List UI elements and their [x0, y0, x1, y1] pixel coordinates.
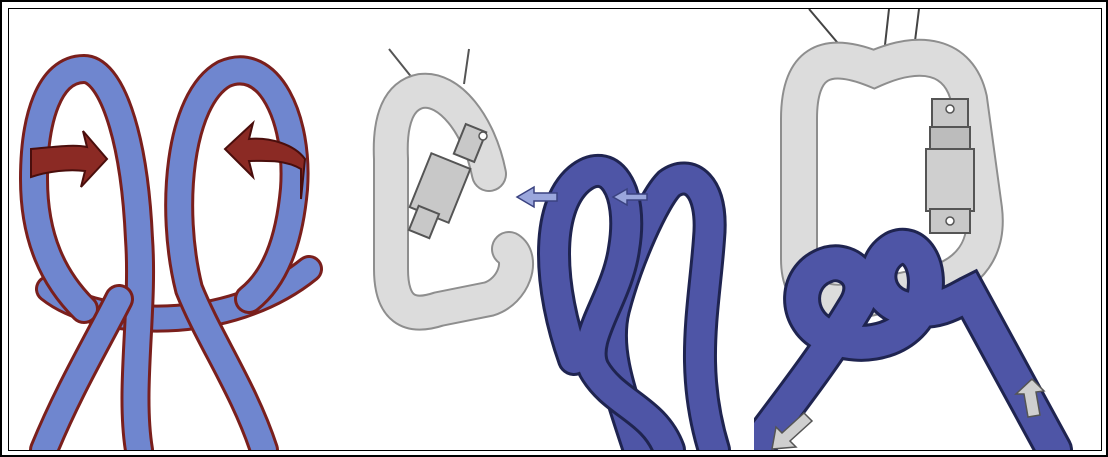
figure-inner-frame	[8, 8, 1102, 451]
arrow-left-icon	[515, 185, 558, 209]
arrow-down-left-icon	[771, 411, 814, 450]
panel-step-3	[754, 9, 1101, 450]
panel-step-2	[369, 9, 754, 450]
rope-loop-right-icon	[164, 55, 310, 450]
arrow-up-icon	[1014, 377, 1046, 418]
arrow-left-icon	[611, 187, 648, 207]
step-3-illustration	[754, 9, 1073, 450]
panel-step-1	[9, 9, 369, 450]
rope-loop-left-icon	[18, 53, 156, 450]
step-2-illustration	[372, 48, 731, 450]
arrow-left-icon	[223, 119, 307, 200]
carabiner-open-icon	[372, 72, 534, 331]
rope-clove-hitch-icon	[754, 228, 1073, 450]
step-1-illustration	[18, 53, 323, 450]
arrow-right-icon	[30, 130, 109, 188]
rope-clove-hitch-icon	[537, 153, 731, 450]
